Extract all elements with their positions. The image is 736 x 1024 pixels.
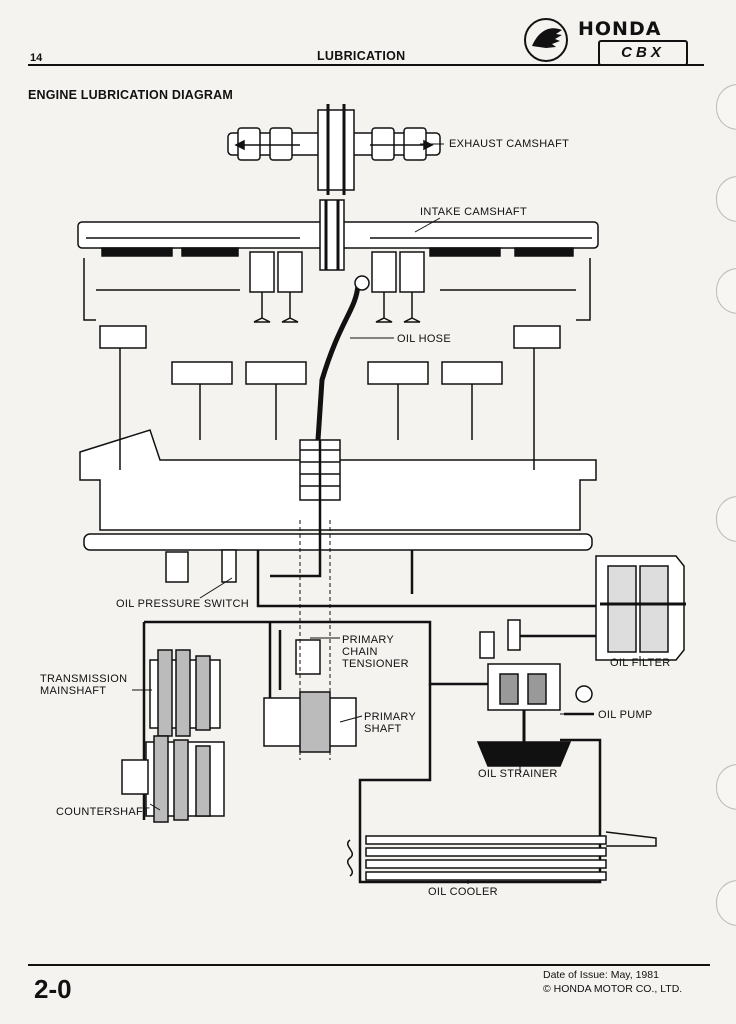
footer-copyright: © HONDA MOTOR CO., LTD.: [543, 983, 683, 995]
label-countershaft: COUNTERSHAFT: [56, 806, 151, 818]
oil-pressure-switch-drawing: [165, 549, 237, 583]
footer-date-of-issue: Date of Issue: May, 1981: [543, 969, 659, 981]
oil-filter-drawing: [595, 555, 686, 661]
label-oil-strainer: OIL STRAINER: [478, 768, 558, 780]
oil-strainer-drawing: [476, 741, 572, 767]
diagram-title: ENGINE LUBRICATION DIAGRAM: [28, 88, 233, 102]
label-primary-chain-tensioner: PRIMARY CHAIN TENSIONER: [342, 634, 409, 670]
honda-wing-icon: [524, 18, 568, 62]
label-line: SHAFT: [364, 723, 402, 735]
section-title: LUBRICATION: [317, 49, 406, 63]
label-oil-pump: OIL PUMP: [598, 709, 653, 721]
label-oil-filter: OIL FILTER: [610, 657, 671, 669]
page-number: 14: [30, 52, 43, 64]
label-line: MAINSHAFT: [40, 685, 107, 697]
label-exhaust-camshaft: EXHAUST CAMSHAFT: [449, 138, 570, 150]
leader-lines: [132, 143, 641, 884]
footer-rule: [28, 964, 710, 966]
valve-drawings: [249, 251, 425, 323]
header-rule: [28, 64, 704, 66]
label-line: TRANSMISSION: [40, 673, 128, 685]
label-line: PRIMARY: [364, 711, 417, 723]
oil-cooler-drawing: [347, 831, 657, 881]
label-transmission-mainshaft: TRANSMISSION MAINSHAFT: [40, 673, 127, 697]
label-primary-shaft: PRIMARY SHAFT: [364, 711, 416, 735]
label-line: PRIMARY: [342, 634, 395, 646]
label-oil-cooler: OIL COOLER: [428, 886, 498, 898]
label-line: TENSIONER: [342, 658, 409, 670]
intake-camshaft-drawing: [77, 199, 599, 321]
label-oil-hose: OIL HOSE: [397, 333, 451, 345]
label-oil-pressure-switch: OIL PRESSURE SWITCH: [116, 598, 250, 610]
label-line: CHAIN: [342, 646, 378, 658]
footer-page-code: 2-0: [34, 974, 72, 1004]
honda-logo-text: HONDA: [578, 18, 662, 40]
transmission-drawing: [121, 649, 225, 823]
label-intake-camshaft: INTAKE CAMSHAFT: [420, 206, 527, 218]
oil-hose-drawing: [315, 284, 361, 441]
exhaust-camshaft-drawing: [227, 104, 441, 195]
oil-pump-drawing: [479, 619, 593, 711]
cylinder-block-drawing: [79, 325, 597, 551]
